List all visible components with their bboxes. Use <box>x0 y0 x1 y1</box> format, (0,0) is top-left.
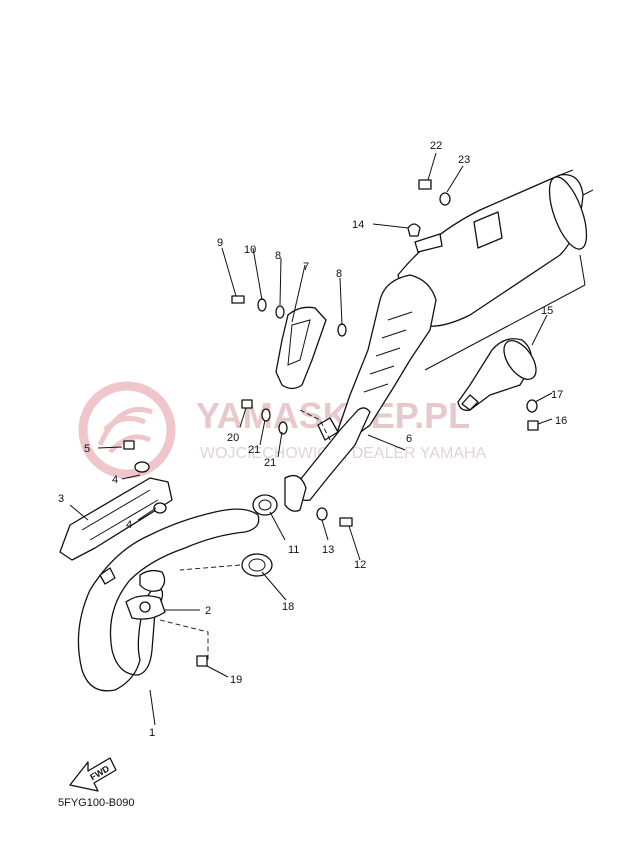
fasteners <box>123 179 539 667</box>
muffler <box>397 169 594 371</box>
callout-19: 19 <box>230 674 242 686</box>
callout-9: 9 <box>217 237 223 249</box>
callout-13: 13 <box>322 544 334 556</box>
callout-1: 1 <box>149 727 155 739</box>
flange <box>125 595 166 620</box>
callout-18: 18 <box>282 601 294 613</box>
diagram-code: 5FYG100-B090 <box>58 797 134 809</box>
gaskets <box>241 494 278 577</box>
callout-12: 12 <box>354 559 366 571</box>
callout-11: 11 <box>288 544 299 556</box>
callout-20: 20 <box>227 432 239 444</box>
callout-3: 3 <box>58 493 64 505</box>
protector-plate <box>59 477 173 561</box>
leader-lines <box>69 152 553 726</box>
callout-5: 5 <box>84 443 90 455</box>
callout-14: 14 <box>352 219 364 231</box>
callout-7: 7 <box>303 261 309 273</box>
tail-pipe <box>457 338 537 411</box>
callout-6: 6 <box>406 433 412 445</box>
callout-2: 2 <box>205 605 211 617</box>
callout-8-left: 8 <box>275 250 281 262</box>
callout-4-lower: 4 <box>126 519 132 531</box>
callout-4-upper: 4 <box>112 474 118 486</box>
callout-16: 16 <box>555 415 567 427</box>
callout-21-right: 21 <box>264 457 276 469</box>
callout-10: 10 <box>244 244 256 256</box>
callout-22: 22 <box>430 140 442 152</box>
callout-17: 17 <box>551 389 563 401</box>
silencer-pipe <box>284 407 371 512</box>
reference-lines <box>159 409 331 660</box>
callout-8-right: 8 <box>336 268 342 280</box>
callouts: 1 2 3 4 4 5 6 7 8 8 9 10 11 12 13 14 15 … <box>58 140 567 739</box>
callout-21-left: 21 <box>248 444 260 456</box>
exhaust-pipe <box>77 508 260 692</box>
watermark-logo-mark <box>97 406 153 454</box>
fwd-arrow: FWD <box>69 757 117 792</box>
callout-23: 23 <box>458 154 470 166</box>
watermark-logo <box>78 381 176 479</box>
side-cover <box>275 306 327 390</box>
callout-15: 15 <box>541 305 553 317</box>
